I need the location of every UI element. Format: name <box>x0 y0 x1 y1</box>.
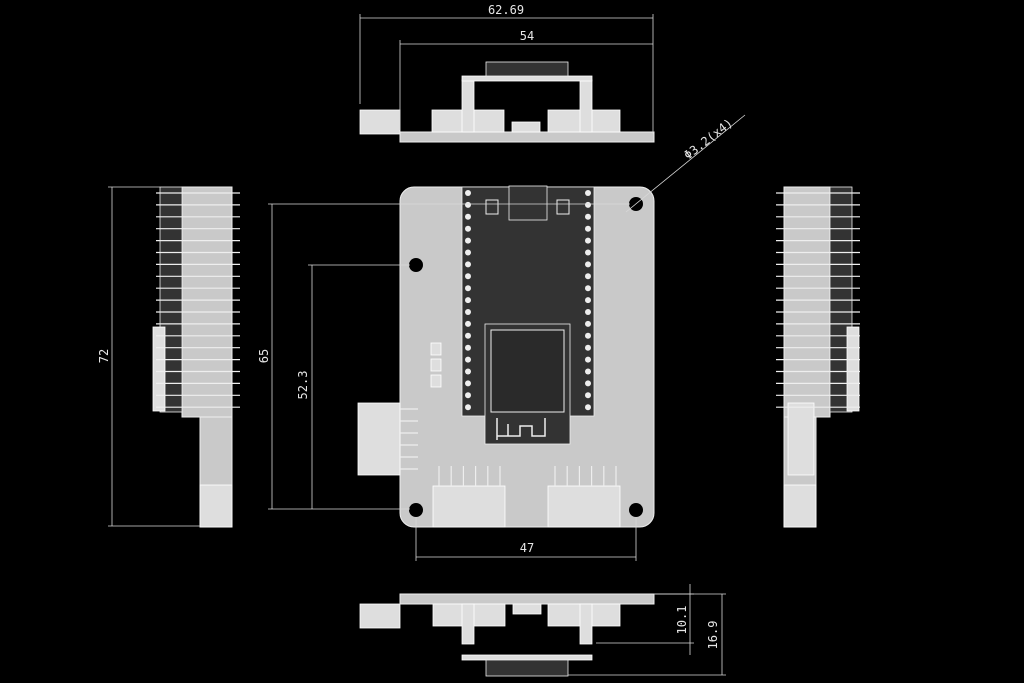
mounting-hole-bottom-left <box>409 503 423 517</box>
dimension-bottom-hole-width: 47 <box>415 517 637 561</box>
dim-label-hole-height: 65 <box>257 349 271 363</box>
pin-pad <box>465 320 471 327</box>
pin-pad <box>465 297 471 304</box>
dimension-hole-height: 65 <box>257 203 630 510</box>
pin-pad <box>585 392 591 399</box>
pin-pad <box>465 309 471 315</box>
pin-pad <box>585 309 591 315</box>
dimension-total-height: 16.9 <box>568 593 726 676</box>
pin-pad <box>585 201 591 208</box>
dim-label-overall-width: 62.69 <box>488 3 524 17</box>
dim-label-hole-diameter: Φ3.2(x4) <box>681 116 735 163</box>
left-side-view <box>152 186 240 528</box>
pin-pad <box>465 344 471 351</box>
pin-pad <box>465 249 471 256</box>
header-pins <box>438 466 617 486</box>
pin-pad <box>585 380 591 387</box>
dim-label-hole-width: 54 <box>520 29 534 43</box>
side-connector-pins <box>400 408 418 470</box>
pin-pad <box>465 273 471 280</box>
pin-pad <box>585 249 591 256</box>
pin-pad <box>585 297 591 304</box>
pin-pad <box>465 356 471 363</box>
pcb-antenna <box>496 418 546 440</box>
dim-label-total-height: 16.9 <box>706 621 720 650</box>
wifi-module-can <box>490 329 565 413</box>
dimension-overall-height: 72 <box>97 186 200 527</box>
dim-label-bottom-hole-width: 47 <box>520 541 534 555</box>
pin-pad <box>585 320 591 327</box>
mounting-hole-bottom-right <box>629 503 643 517</box>
button-boot[interactable] <box>485 199 499 215</box>
pin-pad <box>465 237 471 244</box>
pin-pad <box>585 213 591 220</box>
pin-pad <box>585 225 591 232</box>
dim-label-board-module-height: 10.1 <box>675 606 689 635</box>
usb-connector <box>485 61 569 77</box>
pin-pad <box>465 261 471 268</box>
dimension-hole-diameter: Φ3.2(x4) <box>625 114 746 213</box>
transistors <box>430 342 442 388</box>
pin-pad <box>585 285 591 292</box>
pin-pad <box>585 356 591 363</box>
main-board-view <box>357 185 655 528</box>
side-connector-top <box>357 402 401 476</box>
module-standoff-right <box>579 79 593 133</box>
pin-pad <box>465 213 471 220</box>
pin-pad <box>465 404 471 411</box>
top-view <box>359 61 655 143</box>
pin-pad <box>465 332 471 339</box>
pin-pad <box>465 190 471 196</box>
dim-label-overall-height: 72 <box>97 349 111 363</box>
pin-pad <box>585 237 591 244</box>
pin-pad <box>585 261 591 268</box>
dim-label-side-hole-height: 52.3 <box>296 371 310 400</box>
pin-pad <box>585 332 591 339</box>
pin-pad <box>465 392 471 399</box>
header-bottom-right <box>547 485 621 528</box>
pin-pad <box>585 404 591 411</box>
pin-pad <box>465 225 471 232</box>
dimension-side-hole-height: 52.3 <box>296 264 410 509</box>
right-side-view <box>776 186 860 528</box>
pin-pad <box>465 285 471 292</box>
button-reset[interactable] <box>556 199 570 215</box>
pin-pad <box>465 201 471 208</box>
devboard-pins <box>465 190 591 411</box>
dimension-overall-width: 62.69 <box>359 3 654 134</box>
pin-pad <box>465 368 471 375</box>
mounting-hole-left <box>409 258 423 272</box>
module-board <box>461 75 593 82</box>
side-connector <box>359 109 401 135</box>
dimension-hole-width: 54 <box>399 29 653 130</box>
pin-pad <box>585 190 591 196</box>
pin-pad <box>585 368 591 375</box>
pin-pad <box>465 380 471 387</box>
header-bottom-left <box>432 485 506 528</box>
pcb-edge <box>399 131 655 143</box>
module-standoff-left <box>461 79 475 133</box>
pin-pad <box>585 344 591 351</box>
usb-c-connector <box>508 185 548 221</box>
bottom-view <box>359 593 655 677</box>
pin-pad <box>585 273 591 280</box>
usb-port-top <box>511 121 541 133</box>
